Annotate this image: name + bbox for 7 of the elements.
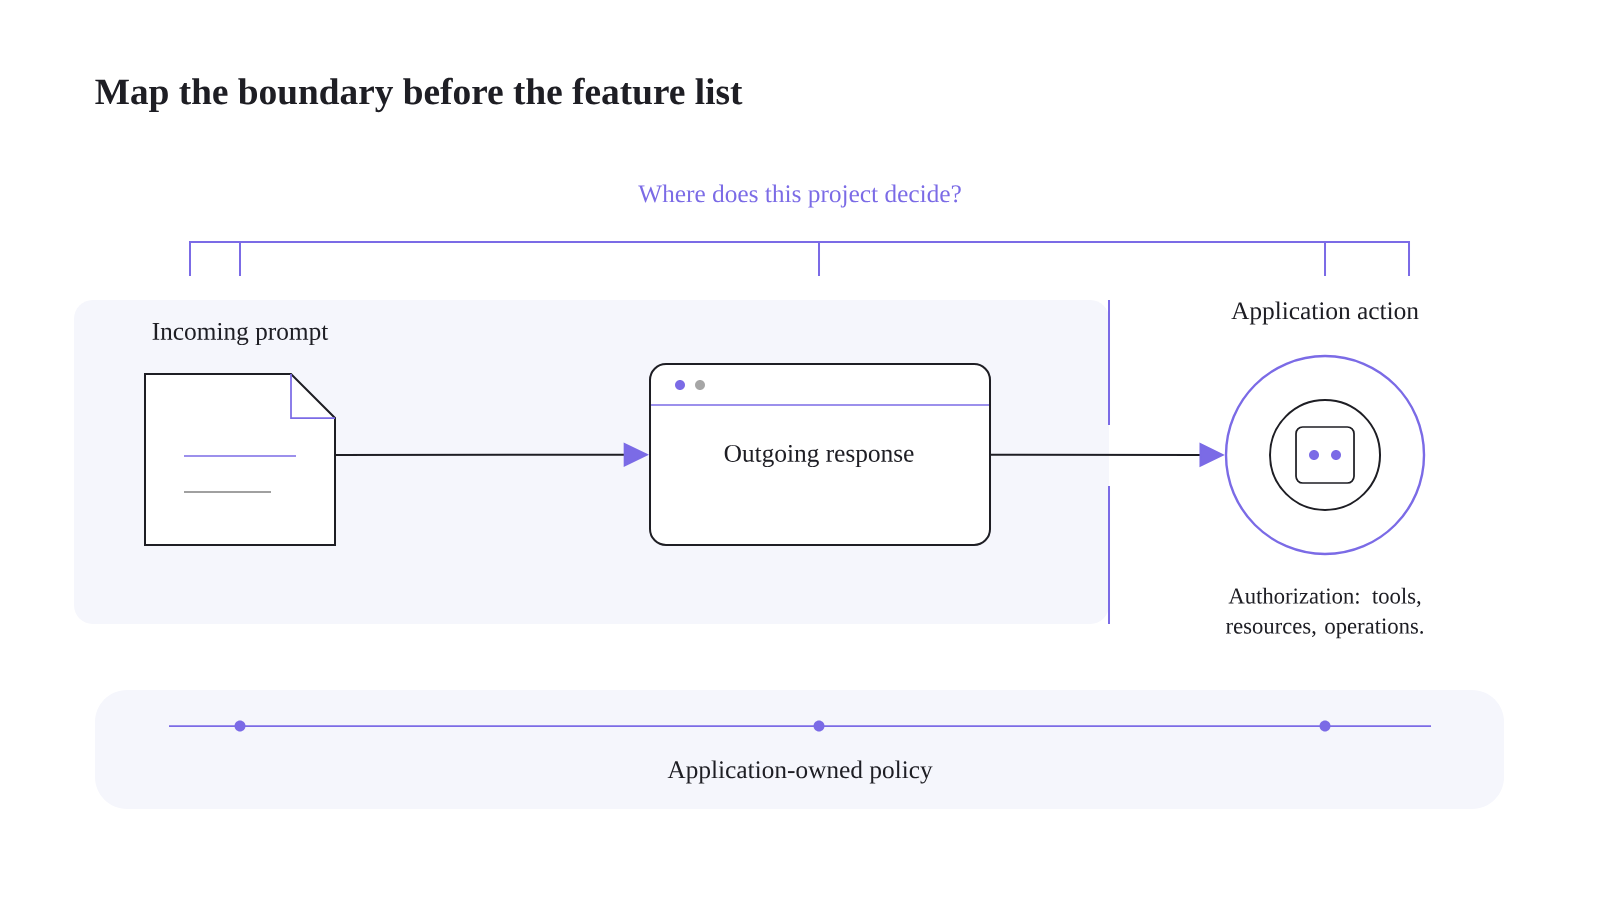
node-title: Application action — [1231, 301, 1419, 325]
node-title: Incoming prompt — [152, 322, 329, 346]
node-caption: Authorization: tools, resources, operations. — [1226, 587, 1423, 639]
question-label: Where does this project decide? — [638, 184, 961, 208]
policy-band: Application-owned policy — [95, 690, 1504, 809]
title: Map the boundary before the feature list — [95, 77, 743, 113]
window-box: Outgoing response — [649, 363, 991, 546]
